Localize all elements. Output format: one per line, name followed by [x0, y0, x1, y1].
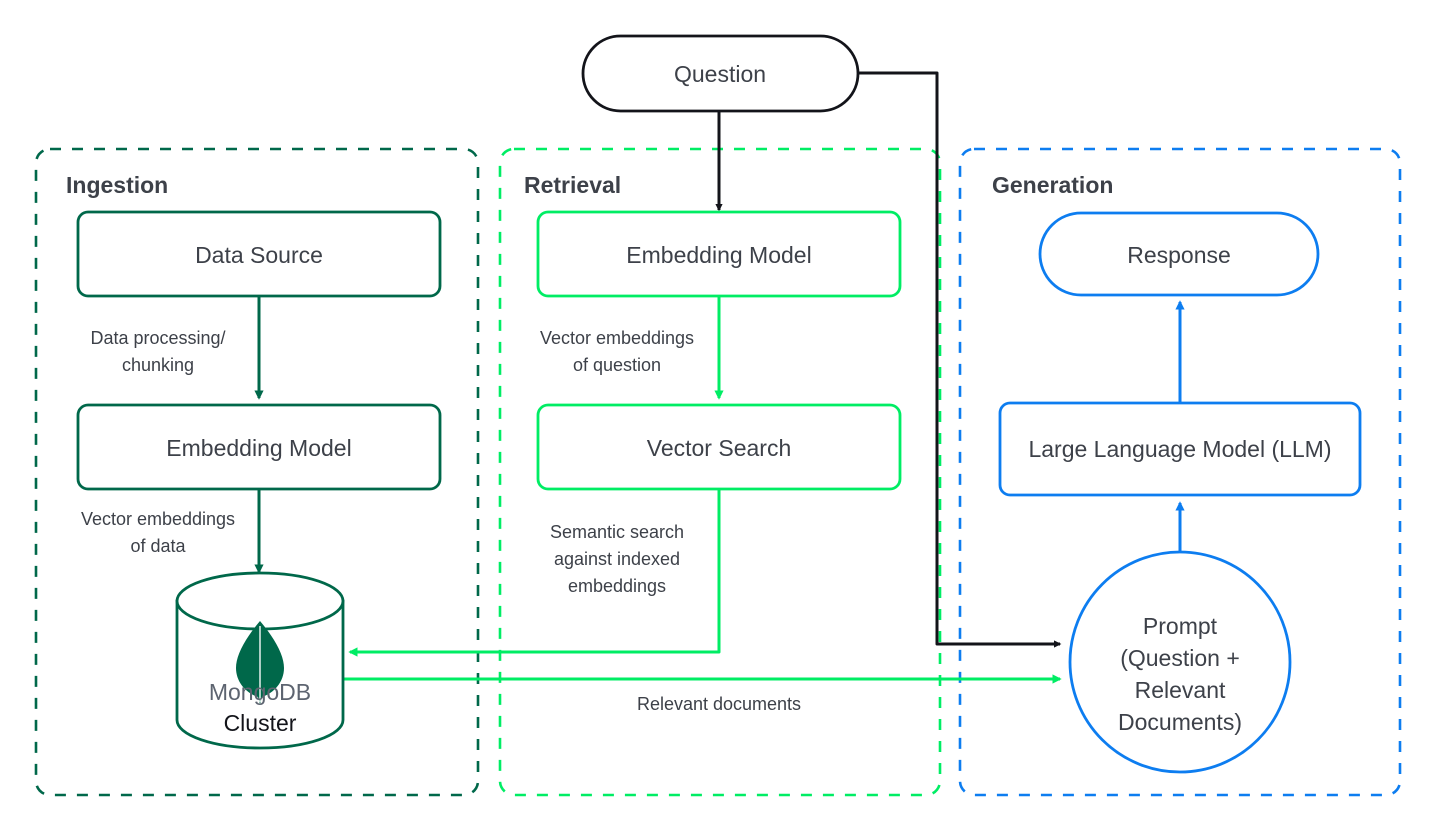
node-question-shape: [581, 34, 860, 113]
node-response-label: Response: [1127, 242, 1231, 268]
edge-label-vector-embeddings-question: Vector embeddings of question: [540, 328, 694, 375]
node-llm[interactable]: Large Language Model (LLM): [998, 401, 1362, 497]
edge-label-relevant-documents-text: Relevant documents: [637, 694, 801, 714]
node-question-label: Question: [674, 61, 766, 87]
panel-ingestion-border: [34, 147, 480, 797]
node-retrieval-embedding-model[interactable]: Embedding Model: [536, 210, 902, 298]
node-ingestion-embedding-model[interactable]: Embedding Model: [76, 403, 442, 491]
node-prompt-shape: [1068, 550, 1292, 774]
node-mongodb-cluster-label-line1: MongoDB: [209, 679, 311, 705]
panel-generation: Generation: [958, 147, 1402, 797]
edge-label-data-processing: Data processing/ chunking: [90, 328, 225, 375]
node-retrieval-embedding-model-label: Embedding Model: [626, 242, 811, 268]
edge-label-semantic-search-line2: against indexed: [554, 549, 680, 569]
edge-label-vector-embeddings-data-line1: Vector embeddings: [81, 509, 235, 529]
node-llm-shape: [998, 401, 1362, 497]
node-llm-label: Large Language Model (LLM): [1028, 436, 1331, 462]
edge-vector-search-to-mongodb: [348, 489, 721, 657]
edge-label-vector-embeddings-data-line2: of data: [130, 536, 186, 556]
panel-ingestion: Ingestion: [34, 147, 480, 797]
node-prompt[interactable]: Prompt (Question + Relevant Documents): [1068, 550, 1292, 774]
edge-label-semantic-search-line1: Semantic search: [550, 522, 684, 542]
edge-label-data-processing-line2: chunking: [122, 355, 194, 375]
node-prompt-label-line2: (Question +: [1120, 645, 1240, 671]
node-ingestion-embedding-model-shape: [76, 403, 442, 491]
node-retrieval-embedding-model-shape: [536, 210, 902, 298]
edge-label-vector-embeddings-data: Vector embeddings of data: [81, 509, 235, 556]
edge-label-vector-embeddings-question-line2: of question: [573, 355, 661, 375]
node-vector-search-shape: [536, 403, 902, 491]
node-response-shape: [1038, 211, 1320, 297]
node-mongodb-cluster-top: [175, 571, 345, 631]
panel-ingestion-title: Ingestion: [66, 172, 168, 198]
panel-generation-border: [958, 147, 1402, 797]
node-prompt-label-line3: Relevant: [1135, 677, 1226, 703]
node-data-source-shape: [76, 210, 442, 298]
node-mongodb-cluster-label-line2: Cluster: [224, 710, 297, 736]
mongodb-leaf-icon: [236, 621, 284, 704]
panel-retrieval-title: Retrieval: [524, 172, 621, 198]
node-data-source[interactable]: Data Source: [76, 210, 442, 298]
panel-generation-title: Generation: [992, 172, 1113, 198]
edge-label-semantic-search: Semantic search against indexed embeddin…: [550, 522, 684, 596]
node-prompt-label-line4: Documents): [1118, 709, 1242, 735]
edge-label-vector-embeddings-question-line1: Vector embeddings: [540, 328, 694, 348]
edge-question-to-prompt: [858, 71, 1062, 648]
node-prompt-label-line1: Prompt: [1143, 613, 1218, 639]
node-vector-search[interactable]: Vector Search: [536, 403, 902, 491]
node-mongodb-cluster[interactable]: MongoDB Cluster: [175, 571, 345, 750]
node-ingestion-embedding-model-label: Embedding Model: [166, 435, 351, 461]
node-data-source-label: Data Source: [195, 242, 323, 268]
node-response[interactable]: Response: [1038, 211, 1320, 297]
edge-label-relevant-documents: Relevant documents: [637, 694, 801, 714]
node-vector-search-label: Vector Search: [647, 435, 791, 461]
node-question[interactable]: Question: [581, 34, 860, 113]
edge-label-data-processing-line1: Data processing/: [90, 328, 225, 348]
edge-label-semantic-search-line3: embeddings: [568, 576, 666, 596]
